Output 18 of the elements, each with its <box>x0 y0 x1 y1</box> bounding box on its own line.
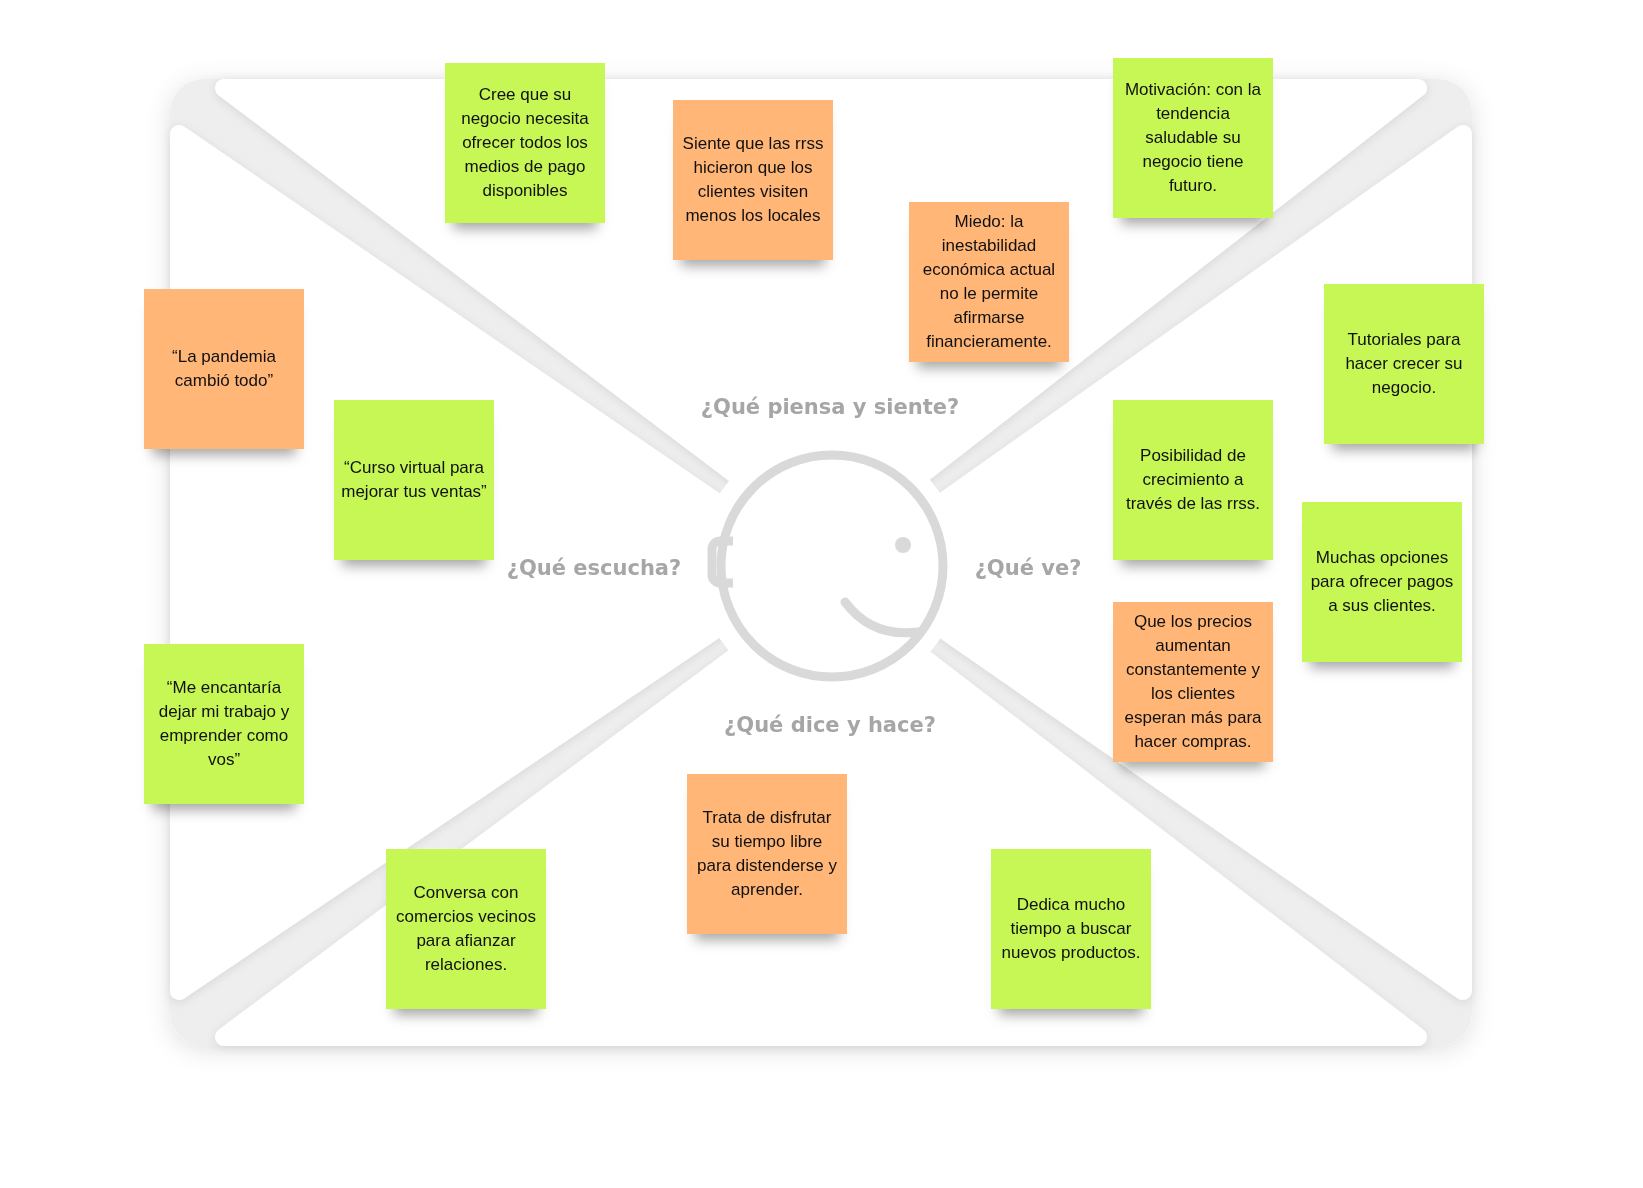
sticky-note: Trata de disfrutar su tiempo libre para distenderse y aprender. <box>687 774 847 934</box>
quadrant-title: ¿Qué ve? <box>974 555 1082 581</box>
sticky-note: Motivación: con la tendencia saludable su negocio tiene futuro. <box>1113 58 1273 218</box>
sticky-note: Conversa con comercios vecinos para afianzar relaciones. <box>386 849 546 1009</box>
sticky-note: Posibilidad de crecimiento a través de las rrss. <box>1113 400 1273 560</box>
sticky-note: Siente que las rrss hicieron que los clientes visiten menos los locales <box>673 100 833 260</box>
sticky-note: Dedica mucho tiempo a buscar nuevos productos. <box>991 849 1151 1009</box>
sticky-note: Miedo: la inestabilidad económica actual no le permite afirmarse financieramente. <box>909 202 1069 362</box>
sticky-note: Cree que su negocio necesita ofrecer todos los medios de pago disponibles <box>445 63 605 223</box>
sticky-note: Muchas opciones para ofrecer pagos a sus clientes. <box>1302 502 1462 662</box>
quadrant-title: ¿Qué piensa y siente? <box>700 394 960 420</box>
quadrant-title: ¿Qué dice y hace? <box>724 712 936 738</box>
sticky-note: “La pandemia cambió todo” <box>144 289 304 449</box>
sticky-note: Tutoriales para hacer crecer su negocio. <box>1324 284 1484 444</box>
sticky-note: “Curso virtual para mejorar tus ventas” <box>334 400 494 560</box>
quadrant-title: ¿Qué escucha? <box>506 555 682 581</box>
sticky-note: Que los precios aumentan constantemente y los clientes esperan más para hacer compras. <box>1113 602 1273 762</box>
sticky-note: “Me encantaría dejar mi trabajo y emprender como vos” <box>144 644 304 804</box>
